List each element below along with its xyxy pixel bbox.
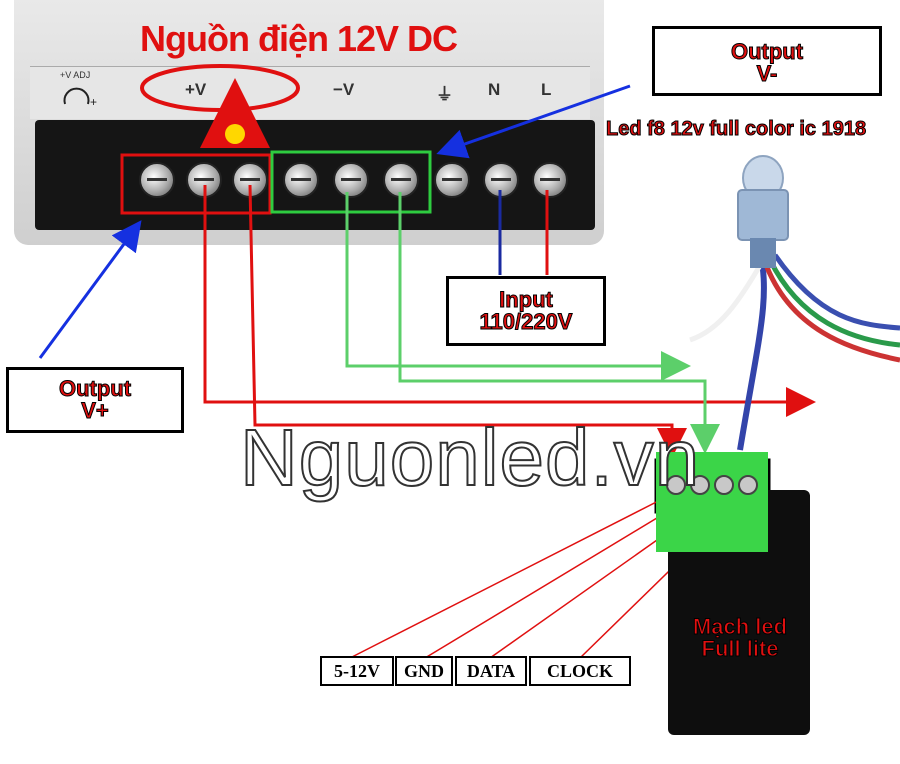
led-cable-blue-out [772,253,900,331]
v-minus-highlight [270,150,432,214]
pin-label-data: DATA [455,656,527,686]
terminal-screw [333,162,369,198]
adj-label: +V ADJ [60,70,91,80]
svg-text:+: + [90,95,97,109]
pin-line [424,491,701,659]
input-line1: Input [499,287,554,312]
led-caption: Led f8 12v full color ic 1918 [605,118,867,141]
pin-line [349,491,677,659]
psu-label-panel [30,66,590,119]
board-label-line2: Full lite [701,636,779,661]
terminal-label-n: N [488,80,501,99]
input-line2: 110/220V [479,309,573,334]
output-v-plus-box: Output V+ [6,367,184,433]
green-connector [656,452,768,552]
terminal-screw [434,162,470,198]
led-module-icon [737,155,789,268]
green-wire [398,192,720,454]
watermark: Nguonled.vn [239,412,701,503]
green-wire [345,192,691,381]
terminal-screw [283,162,319,198]
led-cable-white [689,260,765,343]
terminal-label-plus-v: +V [185,80,207,99]
v-plus-highlight [120,153,272,215]
led-cable-green [767,258,900,348]
output-v-minus-line1: Output [730,39,804,64]
output-v-minus-line2: V- [756,61,778,86]
red-wire [248,184,687,458]
output-v-plus-line2: V+ [81,398,110,423]
terminal-label-minus-v: −V [333,80,355,99]
input-box: Input 110/220V [446,276,606,346]
adj-knob-icon: + [63,87,97,109]
terminal-screw [532,162,568,198]
pin-label-power: 5-12V [320,656,394,686]
arrow-to-v-minus [436,84,631,159]
output-v-minus-box: Output V- [652,26,882,96]
arrow-to-v-plus [38,220,142,359]
terminal-label-l: L [541,80,552,99]
pin-label-clock: CLOCK [529,656,631,686]
connector-screws [666,475,758,495]
board-label: Mạch led Full lite [680,614,800,661]
led-cable-red [762,261,900,363]
pin-label-gnd: GND [395,656,453,686]
logo [140,64,300,148]
terminal-screw [139,162,175,198]
ground-icon: ⏚ [436,85,453,104]
output-v-plus-line1: Output [58,376,132,401]
page-title: Nguồn điện 12V DC [140,18,458,59]
board-label-line1: Mạch led [692,614,788,639]
red-wire [203,185,816,417]
